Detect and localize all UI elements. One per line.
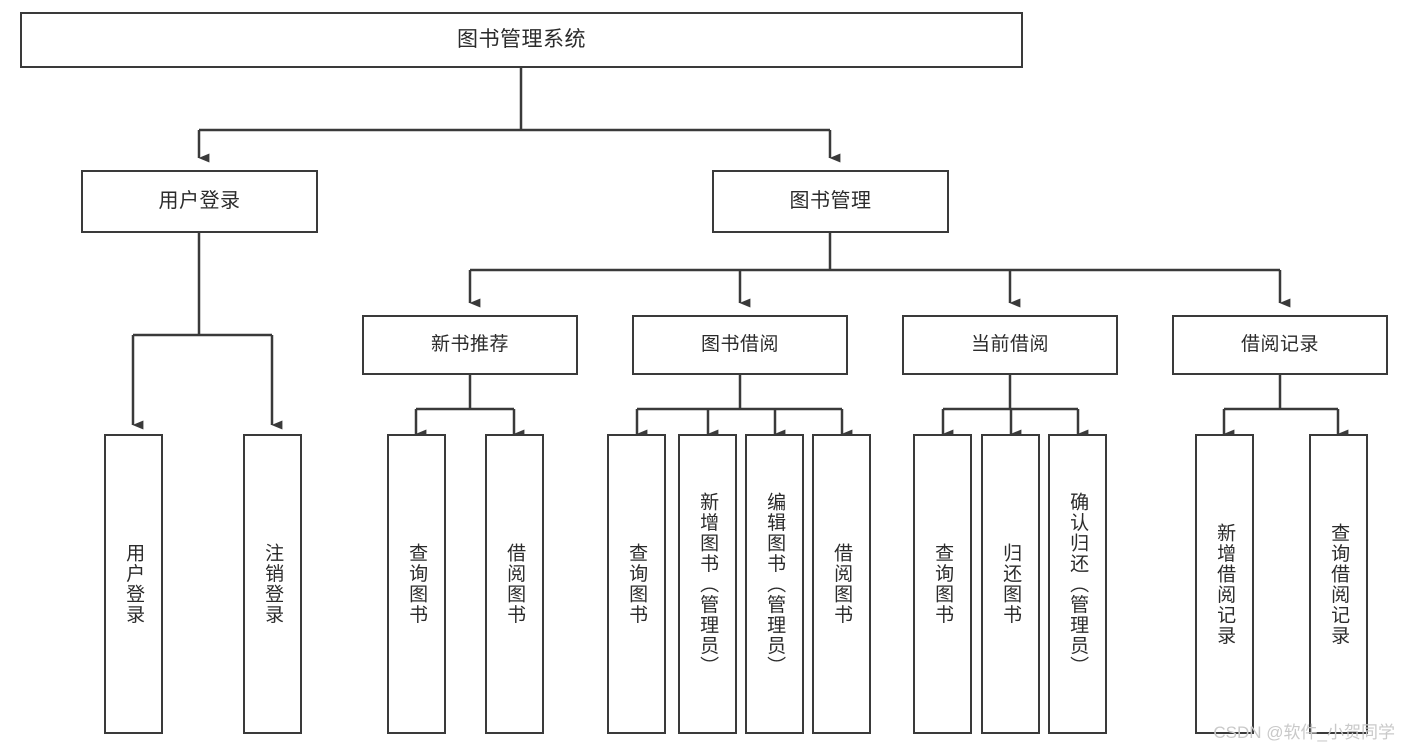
node-label: 查询借阅记录 [1328,522,1350,646]
node-label: 编辑图书（管理员） [764,491,786,677]
node-book-borrow[interactable]: 图书借阅 [632,315,848,375]
node-label: 用户登录 [158,189,241,212]
node-label: 新增借阅记录 [1214,522,1236,646]
node-leaf-edit-book-admin[interactable]: 编辑图书（管理员） [745,434,804,734]
node-label: 图书管理 [789,189,872,212]
node-book-management-system[interactable]: 图书管理系统 [20,12,1023,68]
node-label: 查询图书 [626,543,648,625]
node-current-borrow[interactable]: 当前借阅 [902,315,1118,375]
node-leaf-query-book-borrow[interactable]: 查询图书 [607,434,666,734]
node-leaf-confirm-return-admin[interactable]: 确认归还（管理员） [1048,434,1107,734]
connector-currentborrow-to-leaves [941,375,1089,439]
connector-newbook-to-leaves [414,375,525,439]
node-label: 归还图书 [1000,543,1022,625]
node-leaf-logout-login[interactable]: 注销登录 [243,434,302,734]
node-label: 借阅记录 [1240,333,1319,355]
node-label: 图书借阅 [700,333,779,355]
node-label: 查询图书 [406,543,428,625]
node-new-book-recommend[interactable]: 新书推荐 [362,315,578,375]
connector-userlogin-to-leaves [131,233,283,430]
node-label: 借阅图书 [831,543,853,625]
node-leaf-borrow-book[interactable]: 借阅图书 [812,434,871,734]
node-leaf-query-borrow-record[interactable]: 查询借阅记录 [1309,434,1368,734]
node-leaf-query-book-current[interactable]: 查询图书 [913,434,972,734]
node-leaf-add-borrow-record[interactable]: 新增借阅记录 [1195,434,1254,734]
node-label: 新增图书（管理员） [697,491,719,677]
node-label: 当前借阅 [970,333,1049,355]
node-leaf-user-login[interactable]: 用户登录 [104,434,163,734]
node-book-management[interactable]: 图书管理 [712,170,949,233]
node-label: 注销登录 [262,543,284,625]
node-label: 确认归还（管理员） [1067,491,1089,677]
node-label: 图书管理系统 [457,27,586,51]
node-label: 新书推荐 [430,333,509,355]
node-leaf-add-book-admin[interactable]: 新增图书（管理员） [678,434,737,734]
node-leaf-query-book-recommend[interactable]: 查询图书 [387,434,446,734]
node-user-login[interactable]: 用户登录 [81,170,318,233]
connector-bookborrow-to-leaves [635,375,853,439]
node-leaf-return-book[interactable]: 归还图书 [981,434,1040,734]
node-label: 用户登录 [123,543,145,625]
connector-root-to-level1 [197,68,841,163]
node-borrow-record[interactable]: 借阅记录 [1172,315,1388,375]
connector-bookmanagement-to-level2 [468,233,1291,308]
connector-borrowrecord-to-leaves [1222,375,1349,439]
node-label: 借阅图书 [504,543,526,625]
node-leaf-borrow-book-recommend[interactable]: 借阅图书 [485,434,544,734]
node-label: 查询图书 [932,543,954,625]
